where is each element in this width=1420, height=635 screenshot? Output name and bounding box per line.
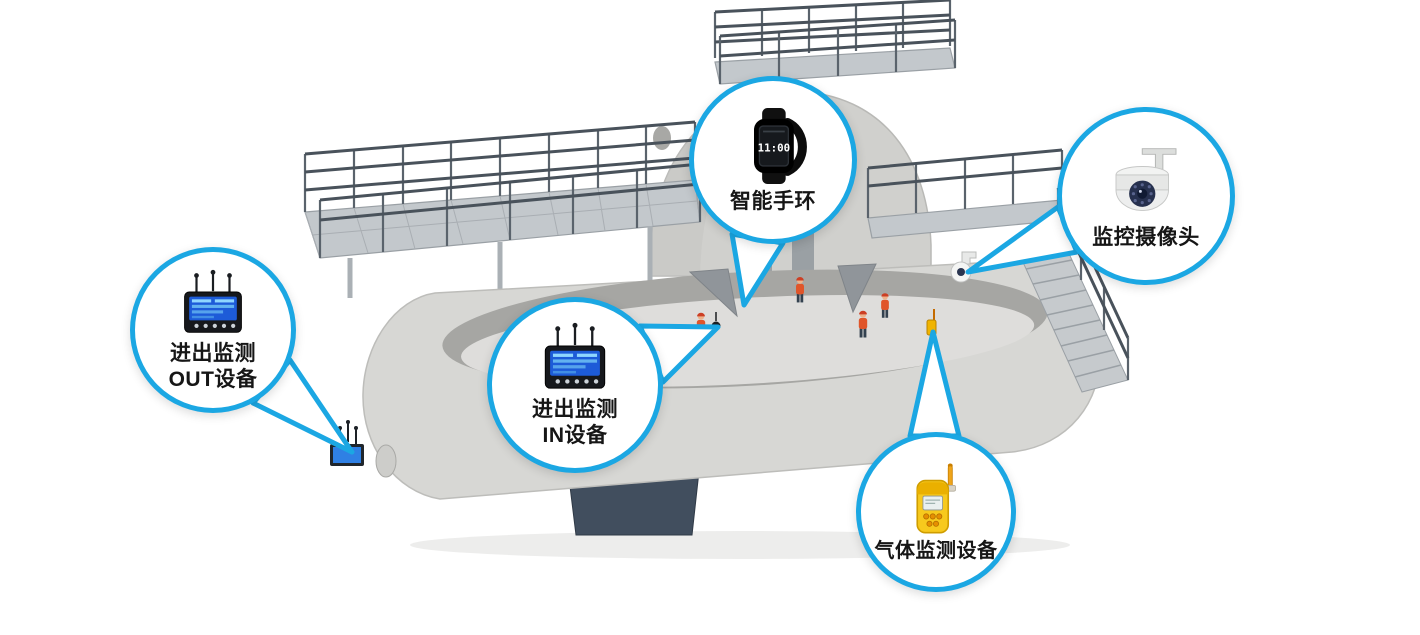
callout-wristband-label: 智能手环: [730, 189, 816, 215]
smart-wristband-icon: 11:00: [754, 107, 807, 184]
platform-top: [713, 0, 957, 85]
callout-camera-label: 监控摄像头: [1092, 225, 1200, 251]
callout-out-line1: 进出监测: [169, 341, 256, 365]
callout-camera: 监控摄像头: [1057, 107, 1235, 285]
callout-gas-text: 气体监测设备: [874, 539, 998, 562]
platform-columns: [347, 226, 653, 298]
watch-time-text: 11:00: [758, 141, 791, 154]
platform-left: [303, 120, 702, 259]
callout-out-device: 进出监测 OUT设备: [130, 247, 296, 413]
access-monitor-icon: [544, 323, 606, 390]
access-monitor-icon: [184, 269, 242, 333]
callout-camera-text: 监控摄像头: [1092, 226, 1200, 250]
dome-camera-icon: [1115, 148, 1177, 212]
callout-wristband-text: 智能手环: [730, 189, 816, 213]
callout-out-label: 进出监测 OUT设备: [169, 341, 258, 392]
callout-gas-detector: 气体监测设备: [856, 432, 1016, 592]
scene-dome-camera: [950, 251, 977, 283]
callout-in-line1: 进出监测: [532, 398, 618, 422]
callout-in-label: 进出监测 IN设备: [532, 397, 618, 448]
callout-in-device: 进出监测 IN设备: [487, 297, 663, 473]
callout-gas-label: 气体监测设备: [875, 539, 998, 563]
callout-out-line2: OUT设备: [168, 367, 258, 391]
callout-smart-wristband: 11:00 智能手环: [689, 76, 857, 244]
callout-in-line2: IN设备: [542, 424, 608, 447]
dome-legs: [688, 263, 877, 318]
gas-detector-icon: [916, 463, 956, 534]
platform-right: [866, 148, 1067, 239]
